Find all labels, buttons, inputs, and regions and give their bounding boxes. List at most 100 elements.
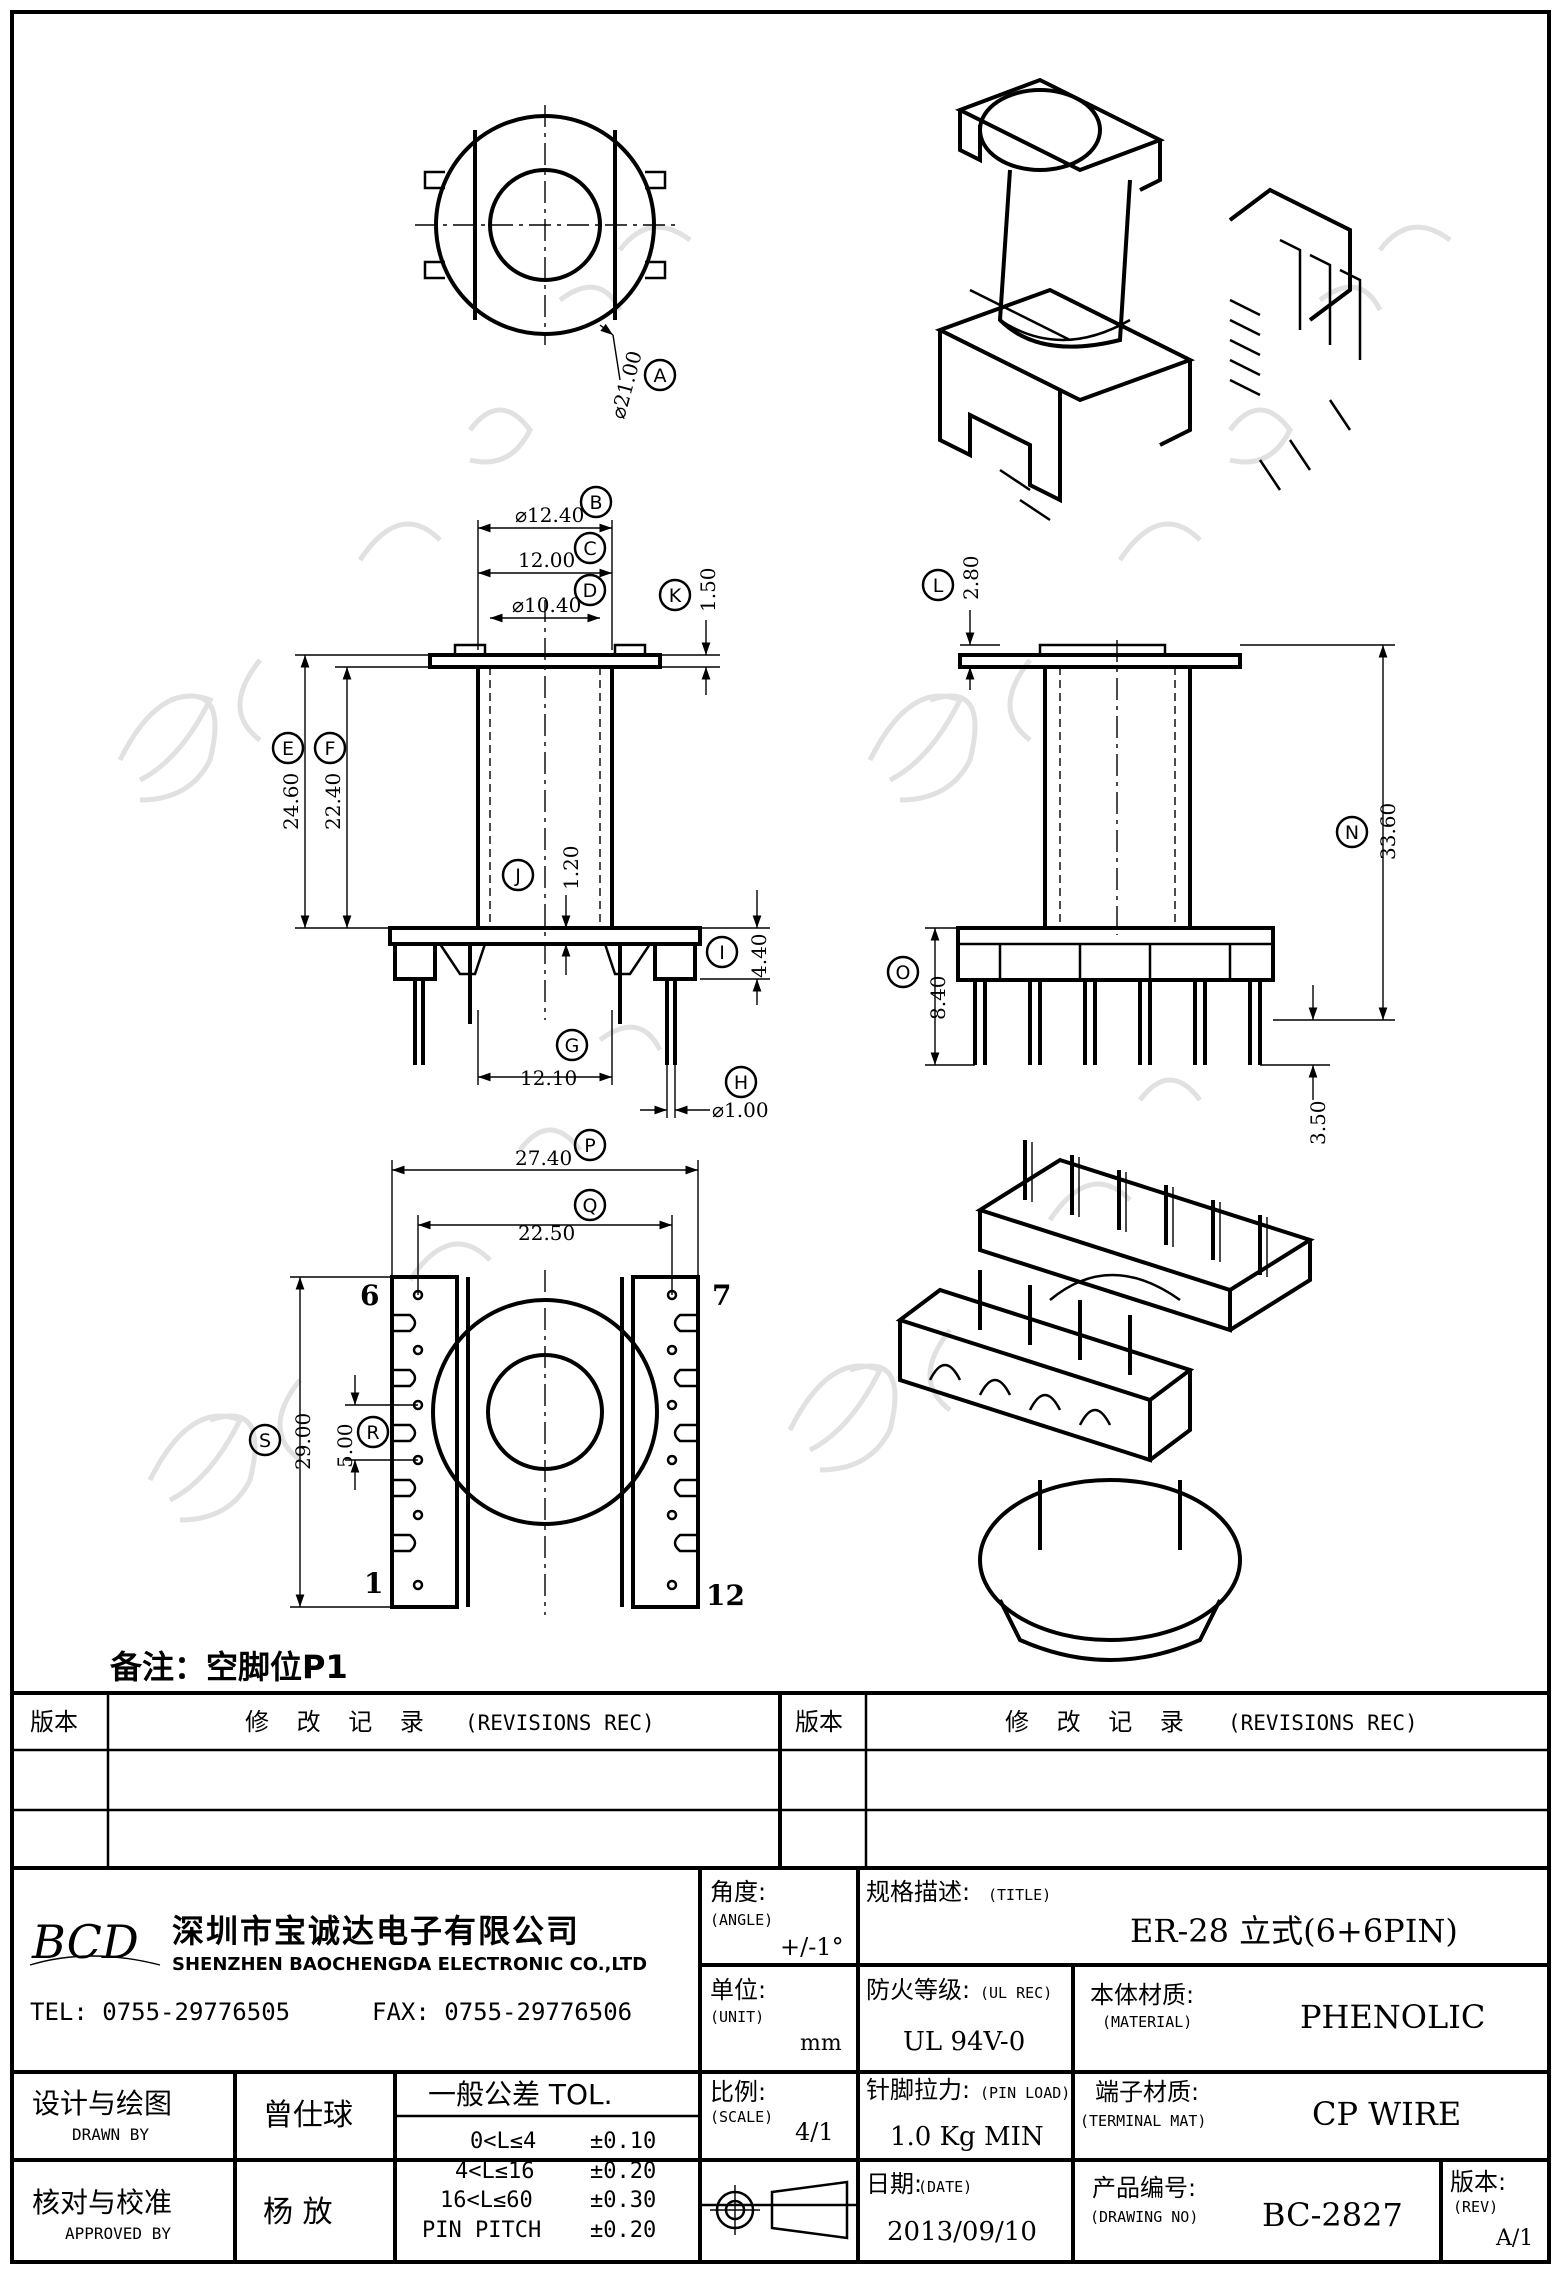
company-tel: TEL: 0755-29776505 [30,1998,290,2026]
company-name-cn: 深圳市宝诚达电子有限公司 [172,1912,580,1950]
dim-p-letter: P [584,1135,595,1157]
isometric-view-bottom [895,1140,1315,1662]
drawing-note: 备注：空脚位P1 [110,1648,348,1686]
dim-a-value: ⌀21.00 [606,348,647,421]
designer-value: 曾仕球 [263,2098,353,2133]
dim-d-letter: D [583,580,598,602]
drawing-no-label-en: (DRAWING NO) [1090,2208,1198,2226]
rev-header-rec-en-left: (REVISIONS REC) [465,1711,655,1735]
date-label: 日期: [866,2170,922,2198]
rev-header-ver-left: 版本 [30,1708,78,1736]
title-label: 规格描述: [866,1878,970,1906]
dim-c-value: 12.00 [518,548,575,572]
top-view: ⌀21.00 A [415,105,677,421]
checker-label-en: APPROVED BY [65,2224,171,2243]
pin-load-value: 1.0 Kg MIN [890,2122,1044,2152]
rev-value: A/1 [1495,2226,1533,2251]
dim-b-value: ⌀12.40 [515,503,584,527]
rev-header-rec-right: 修 改 记 录 [1005,1708,1194,1736]
angle-label: 角度: [710,1878,766,1906]
designer-label-en: DRAWN BY [72,2125,149,2144]
checker-value: 杨 放 [263,2195,333,2230]
title-block: 版本 修 改 记 录 (REVISIONS REC) 版本 修 改 记 录 (R… [12,1691,1549,2262]
tol-row1-range: 0<L≤4 [470,2129,536,2154]
angle-value: +/-1° [780,1933,844,1961]
date-value: 2013/09/10 [887,2217,1037,2247]
pin-6-label: 6 [360,1279,379,1312]
title-value: ER-28 立式(6+6PIN) [1130,1912,1458,1950]
tol-row2-value: ±0.20 [590,2159,656,2184]
logo-swoosh [29,1955,161,1966]
pin-load-label: 针脚拉力: [866,2076,970,2104]
material-value: PHENOLIC [1300,1998,1485,2036]
ul-label-en: (UL REC) [980,1984,1052,2002]
front-view: ⌀12.40 B 12.00 C ⌀10.40 D 1.50 K 24.60 2… [271,485,771,1122]
dim-f-value: 22.40 [321,773,345,830]
tol-row2-range: 4<L≤16 [455,2159,534,2184]
rev-label: 版本: [1450,2168,1506,2196]
ul-value: UL 94V-0 [903,2027,1025,2057]
terminal-value: CP WIRE [1312,2095,1461,2133]
angle-label-en: (ANGLE) [710,1911,773,1929]
dim-q-value: 22.50 [518,1221,575,1245]
dim-l-letter: L [933,575,944,597]
scale-label-en: (SCALE) [710,2108,773,2126]
sheet-border [10,10,1551,2264]
dim-d-value: ⌀10.40 [512,593,581,617]
dim-k-letter: K [669,585,682,607]
dim-o-letter: O [896,962,911,984]
tol-row1-value: ±0.10 [590,2129,656,2154]
unit-value: mm [800,2031,842,2056]
unit-label: 单位: [710,1976,766,2004]
dim-b-letter: B [589,492,602,514]
rev-header-rec-left: 修 改 记 录 [245,1708,434,1736]
bottom-view: 6 7 1 12 27.40 P 22.50 Q 29.00 S 5.00 R [248,1128,745,1615]
side-view: 2.80 L 33.60 N 8.40 O 3.50 [886,555,1400,1145]
checker-label: 核对与校准 [32,2186,172,2219]
material-label-en: (MATERIAL) [1102,2013,1192,2031]
dim-r-value: 5.00 [333,1423,357,1468]
rev-header-rec-en-right: (REVISIONS REC) [1228,1711,1418,1735]
dim-q-letter: Q [583,1195,598,1217]
terminal-label: 端子材质: [1095,2078,1199,2106]
dim-f-letter: F [325,738,336,760]
projection-symbol [710,2180,849,2240]
dim-j-value: 1.20 [559,845,583,890]
date-label-en: (DATE) [918,2178,972,2196]
isometric-view-top [934,77,1362,522]
rev-label-en: (REV) [1453,2198,1498,2216]
tolerance-label: 一般公差 TOL. [428,2078,613,2111]
material-label: 本体材质: [1090,1981,1194,2009]
dim-m-value: 3.50 [1306,1100,1330,1145]
dim-h-value: ⌀1.00 [712,1098,769,1122]
ul-label: 防火等级: [866,1976,970,2004]
dim-o-value: 8.40 [926,975,950,1020]
title-label-en: (TITLE) [988,1886,1051,1904]
tol-row3-value: ±0.30 [590,2188,656,2213]
dim-r-letter: R [366,1422,379,1444]
tol-row4-range: PIN PITCH [422,2218,541,2243]
dim-g-value: 12.10 [520,1066,577,1090]
pin-12-label: 12 [706,1579,745,1612]
dim-g-letter: G [565,1035,580,1057]
rev-header-ver-right: 版本 [795,1708,843,1736]
dim-s-letter: S [259,1430,271,1452]
dim-k-value: 1.50 [696,567,720,612]
tol-row4-value: ±0.20 [590,2218,656,2243]
dim-s-value: 29.00 [291,1413,315,1470]
scale-label: 比例: [710,2078,766,2106]
company-fax: FAX: 0755-29776506 [372,1998,632,2026]
pin-load-label-en: (PIN LOAD) [980,2084,1070,2102]
dim-n-value: 33.60 [1376,803,1400,860]
dim-n-letter: N [1345,822,1359,844]
dim-e-letter: E [282,738,294,760]
dim-i-letter: I [719,942,725,964]
unit-label-en: (UNIT) [710,2008,764,2026]
dim-p-value: 27.40 [515,1146,572,1170]
designer-label: 设计与绘图 [32,2087,172,2120]
dim-c-letter: C [583,538,596,560]
watermark-group [117,224,1452,1523]
dim-j-letter: J [514,865,521,887]
dim-l-value: 2.80 [959,555,983,600]
